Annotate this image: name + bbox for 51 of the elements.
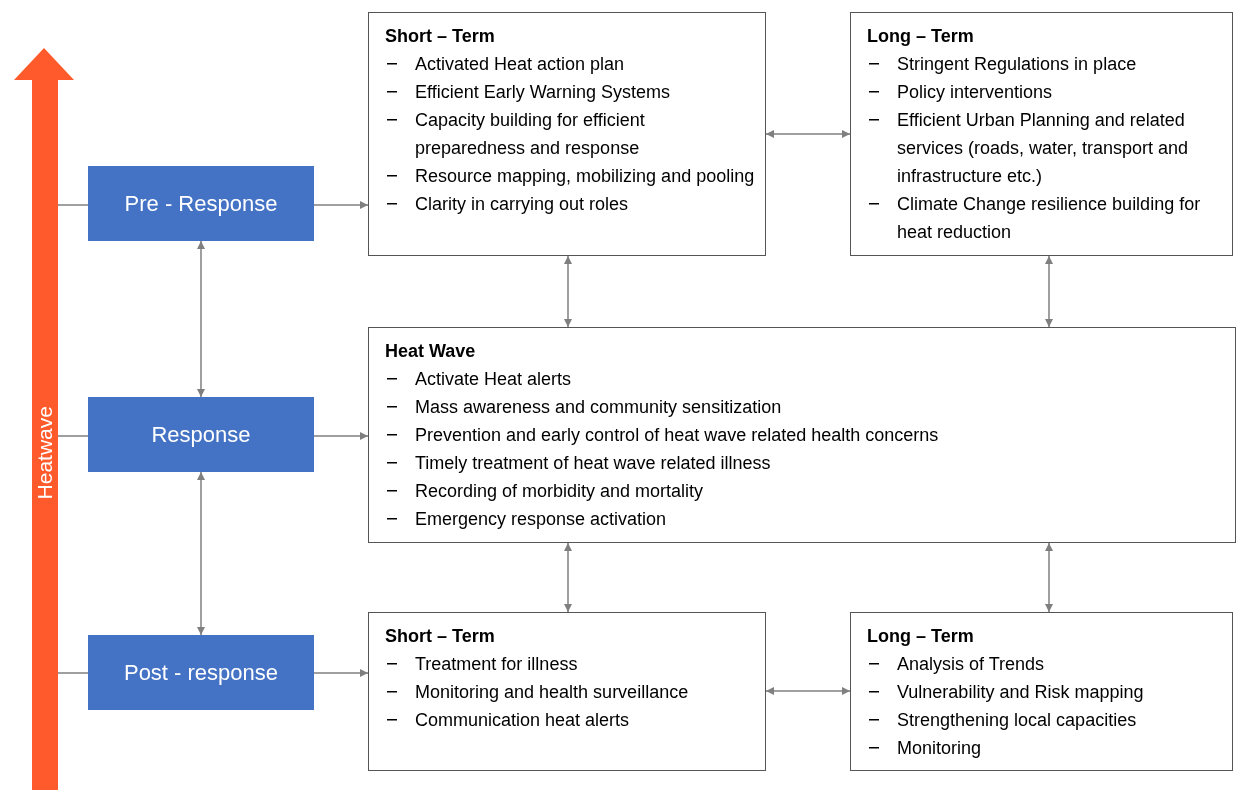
list-item: Clarity in carrying out roles [415, 193, 630, 216]
connector-arrow [197, 240, 205, 398]
measures-box [368, 327, 1236, 543]
list-item: Policy interventions [897, 81, 1054, 104]
phase-label: Response [151, 421, 251, 449]
list-item: Monitoring [897, 737, 983, 760]
connector-arrow [765, 130, 851, 138]
list-item: Capacity building for efficient preparedness and response [415, 109, 646, 160]
measures-box [368, 12, 766, 256]
box-heading: Heat Wave [385, 340, 477, 363]
list-item: Activate Heat alerts [415, 368, 573, 391]
phase-label: Pre - Response [124, 190, 278, 218]
arrow-label: Heatwave [32, 406, 58, 500]
box-heading: Long – Term [867, 625, 975, 648]
list-item: Mass awareness and community sensitization [415, 396, 783, 419]
list-item: Vulnerability and Risk mapping [897, 681, 1145, 704]
connector-arrow [564, 255, 572, 328]
list-item: Recording of morbidity and mortality [415, 480, 705, 503]
connector-arrow [564, 542, 572, 613]
phase-box [88, 397, 314, 472]
connector-arrow [1045, 255, 1053, 328]
connector-arrow [313, 201, 369, 209]
list-item: Activated Heat action plan [415, 53, 626, 76]
phase-label: Post - response [123, 659, 279, 687]
list-item: Efficient Urban Planning and related services (roads, water, transport and infrastructure etc.) [897, 109, 1190, 188]
list-item: Prevention and early control of heat wave related health concerns [415, 424, 940, 447]
phase-box [88, 635, 314, 710]
list-item: Climate Change resilience building for heat reduction [897, 193, 1202, 244]
measures-box [850, 612, 1233, 771]
connector-arrow [197, 471, 205, 636]
list-item: Monitoring and health surveillance [415, 681, 690, 704]
list-item: Communication heat alerts [415, 709, 631, 732]
box-heading: Long – Term [867, 25, 975, 48]
connector-arrow [313, 432, 369, 440]
connector-arrow [765, 687, 851, 695]
list-item: Emergency response activation [415, 508, 668, 531]
phase-box [88, 166, 314, 241]
list-item: Stringent Regulations in place [897, 53, 1138, 76]
heatwave-arrow [14, 48, 74, 790]
connector-arrow [1045, 542, 1053, 613]
measures-box [368, 612, 766, 771]
connector-arrow [313, 669, 369, 677]
list-item: Analysis of Trends [897, 653, 1046, 676]
box-heading: Short – Term [385, 625, 496, 648]
box-heading: Short – Term [385, 25, 496, 48]
list-item: Timely treatment of heat wave related illness [415, 452, 772, 475]
list-item: Strengthening local capacities [897, 709, 1138, 732]
list-item: Treatment for illness [415, 653, 579, 676]
list-item: Efficient Early Warning Systems [415, 81, 672, 104]
measures-box [850, 12, 1233, 256]
list-item: Resource mapping, mobilizing and pooling [415, 165, 756, 188]
